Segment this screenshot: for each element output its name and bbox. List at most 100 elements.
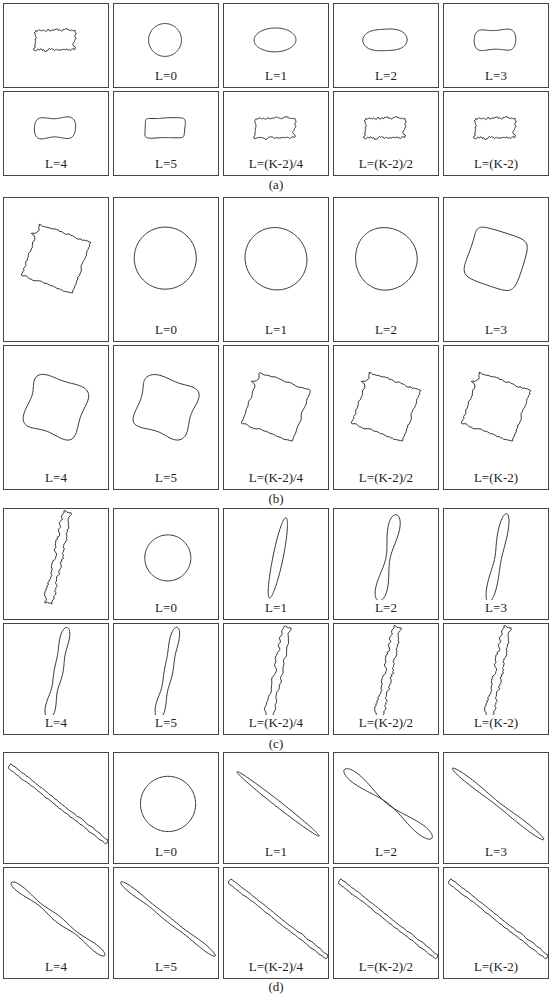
reconstruction-panel: L=(K-2) — [443, 91, 549, 176]
reconstructed-contour — [23, 374, 89, 440]
subfigure-caption: (d) — [268, 979, 283, 995]
reconstruction-panel: L=(K-2)/2 — [333, 91, 439, 176]
contour-panel — [245, 228, 307, 290]
reconstruction-panel: L=5 — [113, 867, 219, 979]
reconstruction-panel: L=(K-2)/2 — [333, 623, 439, 735]
original-contour — [33, 28, 76, 51]
reconstructed-contour — [485, 626, 512, 719]
contour-panel — [140, 776, 195, 831]
harmonic-level-label: L=1 — [263, 322, 289, 337]
reconstructed-contour — [344, 769, 433, 839]
reconstruction-panel: L=2 — [333, 508, 439, 620]
contour-panel — [11, 882, 105, 956]
panel-frame — [4, 4, 109, 88]
harmonic-level-label: L=(K-2)/2 — [357, 156, 415, 171]
reconstruction-panel: L=3 — [443, 752, 549, 864]
reconstruction-panel: L=(K-2) — [443, 623, 549, 735]
panel-label-holder: L=(K-2)/2 — [334, 154, 438, 172]
contour-panel — [375, 626, 402, 719]
panel-label-holder: L=3 — [444, 842, 548, 860]
harmonic-level-label: L=5 — [153, 715, 179, 730]
harmonic-level-label: L=4 — [43, 959, 69, 974]
reconstructed-contour — [356, 228, 418, 290]
panel-label-holder: L=3 — [444, 598, 548, 616]
reconstructed-contour — [363, 116, 406, 139]
contour-panel — [356, 228, 418, 290]
harmonic-level-label: L=5 — [153, 959, 179, 974]
contour-panel — [134, 227, 196, 289]
reconstruction-panel: L=(K-2)/2 — [333, 867, 439, 979]
reconstructed-contour — [121, 882, 216, 956]
contour-panel — [149, 24, 182, 57]
harmonic-level-label: L=(K-2) — [472, 959, 520, 974]
reconstructed-contour — [134, 227, 196, 289]
harmonic-level-label: L=(K-2)/2 — [357, 959, 415, 974]
panel-label-holder: L=(K-2)/4 — [224, 713, 328, 731]
reconstructed-contour — [45, 627, 70, 718]
contour-panel — [363, 116, 406, 139]
reconstructed-contour — [241, 373, 310, 441]
contour-panel — [338, 879, 437, 959]
panel-label-holder: L=4 — [4, 713, 108, 731]
contour-panel — [254, 28, 296, 52]
reconstructed-contour — [338, 879, 437, 959]
harmonic-level-label: L=(K-2)/2 — [357, 470, 415, 485]
harmonic-level-label: L=2 — [373, 68, 399, 83]
contour-panel — [34, 117, 75, 139]
reconstruction-panel: L=(K-2)/2 — [333, 345, 439, 490]
reconstructed-contour — [145, 118, 185, 139]
harmonic-level-label: L=3 — [483, 844, 509, 859]
harmonic-level-label: L=(K-2)/2 — [357, 715, 415, 730]
reconstruction-panel: L=5 — [113, 345, 219, 490]
harmonic-level-label: L=5 — [153, 156, 179, 171]
reconstructed-contour — [245, 228, 307, 290]
harmonic-level-label: L=2 — [373, 322, 399, 337]
panel-label-holder: L=(K-2) — [444, 154, 548, 172]
harmonic-level-label: L=2 — [373, 844, 399, 859]
panel-label-holder: L=1 — [224, 320, 328, 338]
panel-label-holder: L=4 — [4, 468, 108, 486]
panel-label-holder: L=0 — [114, 598, 218, 616]
subfigure-caption: (c) — [269, 736, 283, 752]
reconstructed-contour — [461, 372, 531, 441]
reconstruction-panel: L=2 — [333, 3, 439, 88]
panel-label-holder: L=2 — [334, 842, 438, 860]
panel-label-holder: L=(K-2)/4 — [224, 468, 328, 486]
panel-label-holder: L=0 — [114, 842, 218, 860]
contour-panel — [23, 374, 89, 440]
reconstruction-panel: L=4 — [3, 91, 109, 176]
reconstructed-contour — [34, 117, 75, 139]
harmonic-level-label: L=3 — [483, 600, 509, 615]
panel-label-holder: L=(K-2) — [444, 957, 548, 975]
harmonic-level-label: L=1 — [263, 844, 289, 859]
harmonic-level-label: L=3 — [483, 322, 509, 337]
reconstructed-contour — [133, 375, 199, 440]
reconstructed-contour — [452, 768, 543, 840]
reconstructed-contour — [351, 372, 421, 441]
contour-panel — [145, 118, 185, 139]
reconstruction-panel: L=4 — [3, 867, 109, 979]
harmonic-level-label: L=0 — [153, 68, 179, 83]
reconstruction-panel: L=0 — [113, 508, 219, 620]
harmonic-level-label: L=(K-2)/4 — [247, 470, 305, 485]
contour-panel — [344, 769, 433, 839]
reconstructed-contour — [363, 29, 407, 51]
reconstruction-panel: L=3 — [443, 508, 549, 620]
contour-panel — [241, 373, 310, 441]
panel-frame — [4, 753, 109, 864]
reconstruction-panel: L=5 — [113, 623, 219, 735]
reconstruction-panel: L=1 — [223, 3, 329, 88]
reconstruction-panel: L=1 — [223, 752, 329, 864]
panel-frame — [4, 509, 109, 620]
panel-label-holder: L=4 — [4, 957, 108, 975]
contour-panel — [121, 882, 216, 956]
subfigure-caption: (a) — [269, 177, 283, 193]
panel-label-holder: L=5 — [114, 154, 218, 172]
reconstruction-panel: L=2 — [333, 197, 439, 342]
panel-label-holder: L=0 — [114, 66, 218, 84]
contour-panel — [486, 514, 509, 602]
harmonic-level-label: L=1 — [263, 68, 289, 83]
reconstructed-contour — [11, 882, 105, 956]
panel-label-holder: L=2 — [334, 320, 438, 338]
